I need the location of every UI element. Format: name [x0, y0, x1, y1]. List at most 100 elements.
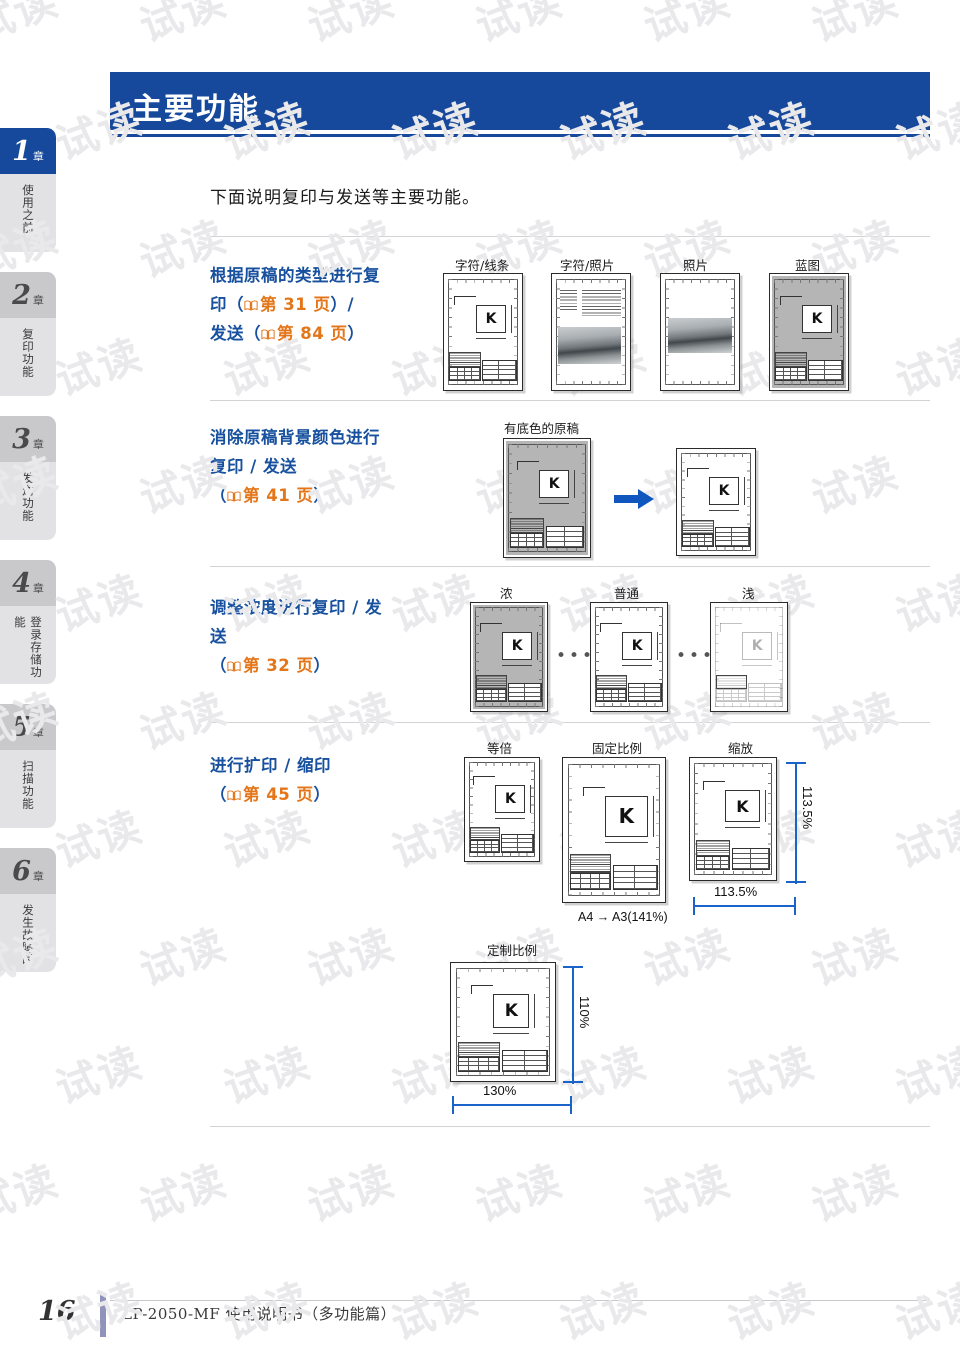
info-block-cell — [644, 692, 661, 697]
title-block-cell — [611, 694, 619, 698]
chapter-number: 1 — [12, 135, 31, 167]
info-block-cell — [502, 839, 518, 844]
chapter-unit: 章 — [32, 438, 44, 451]
section-zoom-title: 进行扩印 / 缩印 （第 45 页） — [210, 756, 332, 804]
info-block-cell — [635, 883, 657, 890]
info-block-cell — [547, 527, 566, 533]
info-block-cell — [502, 835, 518, 840]
dimension-cap — [786, 881, 806, 883]
title-block-cell — [590, 884, 601, 890]
title-block-cell — [697, 865, 706, 870]
info-block-cell — [751, 854, 769, 860]
drawing-scale-ticks — [468, 762, 536, 767]
title-block-cell — [791, 371, 799, 376]
title-block-cell — [469, 1066, 480, 1071]
info-block-cell — [613, 871, 636, 878]
hatch-fill — [697, 840, 730, 855]
title-block-cell — [738, 697, 746, 702]
title-block-cell — [457, 375, 466, 380]
dimension-line-vertical — [764, 790, 766, 823]
part-symbol-k: K — [618, 804, 635, 829]
section-divider — [210, 400, 930, 401]
info-block-cell — [716, 536, 733, 542]
title-block-cell — [519, 538, 528, 543]
section-remove-background-title: 消除原稿背景颜色进行 复印 / 发送 （第 41 页） — [210, 428, 380, 505]
title-block-cell — [618, 697, 626, 702]
info-block-cell — [751, 864, 769, 870]
part-symbol-k: K — [511, 637, 523, 654]
title-block-cell — [698, 541, 706, 546]
info-block-cell — [565, 532, 583, 537]
title-block-cell — [477, 690, 485, 695]
info-block-cell — [509, 692, 525, 697]
watermark-text: 试读 — [49, 329, 149, 406]
drawing-scale-ticks — [622, 278, 627, 386]
info-block-cell — [733, 864, 752, 870]
watermark-text: 试读 — [469, 1155, 569, 1232]
drawing-title-block — [570, 873, 611, 891]
title-block-cell — [697, 860, 706, 865]
title-block-cell — [597, 694, 605, 698]
title-block-cell — [697, 856, 706, 861]
leader-line — [480, 622, 482, 632]
technical-drawing-thumbnail — [551, 273, 631, 391]
info-block-cell — [509, 683, 525, 689]
footer-rule — [110, 1300, 930, 1301]
page-ref-41[interactable]: 第 41 页 — [227, 486, 313, 505]
book-icon — [227, 491, 241, 502]
info-block-cell — [547, 536, 566, 542]
info-block-cell — [751, 849, 769, 855]
title-block-cell — [491, 841, 499, 845]
drawing-part-symbol-box: K — [604, 795, 649, 837]
drawing-scale-ticks — [767, 762, 772, 876]
info-block-cell — [825, 370, 842, 375]
info-block-cell — [502, 1065, 525, 1071]
drawing-scale-ticks — [680, 453, 752, 458]
page-ref-84[interactable]: 第 84 页 — [261, 324, 347, 343]
drawing-info-block — [612, 864, 658, 891]
info-block-cell — [635, 871, 657, 878]
title-block-cell — [798, 375, 806, 380]
drawing-scale-ticks — [474, 702, 544, 707]
title-block-cell — [484, 697, 492, 702]
page-ref-32[interactable]: 第 32 页 — [227, 656, 313, 675]
technical-drawing-thumbnail: K — [769, 273, 849, 391]
info-block-cell — [749, 696, 765, 702]
part-symbol-k: K — [504, 1000, 518, 1021]
title-block-cell — [478, 848, 485, 852]
title-block-cell — [597, 697, 605, 702]
info-block-cell — [749, 683, 765, 689]
title-block-cell — [721, 860, 730, 865]
technical-drawing-thumbnail: K — [503, 438, 591, 558]
dimension-cap — [563, 1081, 583, 1083]
drawing-revision-table — [476, 675, 507, 690]
title-block-cell — [571, 884, 581, 890]
info-block-cell — [524, 1060, 547, 1066]
info-block-cell — [644, 696, 661, 702]
page-ref-45[interactable]: 第 45 页 — [227, 785, 313, 804]
chapter-unit: 章 — [32, 294, 44, 307]
technical-drawing-thumbnail: K — [470, 602, 548, 712]
title-block-cell — [783, 367, 792, 372]
part-symbol-k: K — [751, 637, 763, 654]
book-icon — [227, 661, 241, 672]
page-ref-31[interactable]: 第 31 页 — [244, 295, 330, 314]
technical-drawing-thumbnail: K — [443, 273, 523, 391]
title-block-cell — [465, 367, 473, 372]
title-block-cell — [731, 697, 739, 702]
dimension-cap — [794, 897, 796, 915]
info-block-cell — [629, 683, 645, 689]
thumbnail-label-scaling: 缩放 — [728, 741, 754, 756]
leader-line — [600, 622, 602, 632]
header-band — [110, 72, 930, 130]
drawing-scale-ticks — [568, 892, 660, 897]
hatch-fill — [571, 855, 610, 873]
